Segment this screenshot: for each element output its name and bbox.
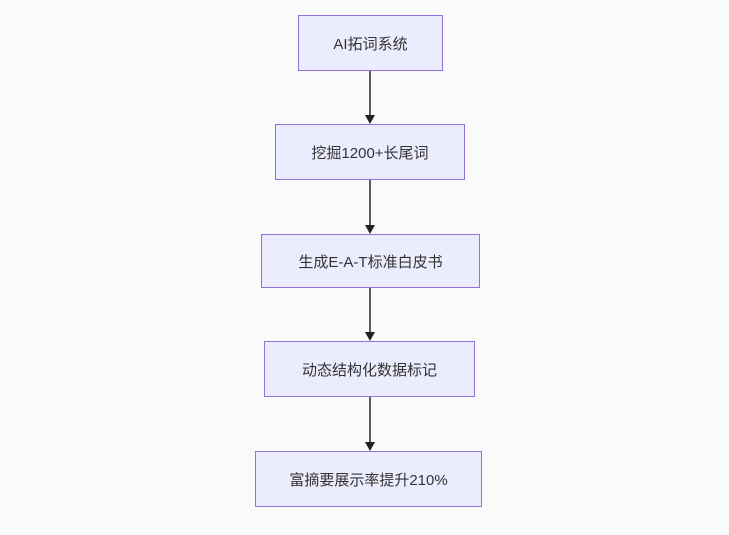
flow-arrow-3 [364,288,376,341]
flow-node-rich-snippet-result: 富摘要展示率提升210% [255,451,482,507]
arrow-line [369,180,371,226]
flow-node-label: 富摘要展示率提升210% [289,471,448,489]
flow-node-structured-data-markup: 动态结构化数据标记 [264,341,475,397]
arrow-down-icon [365,225,375,234]
flow-node-label: 生成E-A-T标准白皮书 [298,253,443,271]
arrow-line [369,288,371,333]
arrow-line [369,71,371,116]
flow-node-label: 挖掘1200+长尾词 [311,144,429,162]
flow-arrow-1 [364,71,376,124]
flow-node-eat-whitepaper: 生成E-A-T标准白皮书 [261,234,480,288]
flow-node-label: 动态结构化数据标记 [301,361,437,379]
flow-node-label: AI拓词系统 [333,35,408,53]
arrow-down-icon [365,442,375,451]
arrow-down-icon [365,115,375,124]
arrow-down-icon [365,332,375,341]
flow-arrow-4 [364,397,376,451]
flow-node-longtail-mining: 挖掘1200+长尾词 [275,124,465,180]
flow-node-ai-word-system: AI拓词系统 [298,15,443,71]
flow-arrow-2 [364,180,376,234]
arrow-line [369,397,371,443]
